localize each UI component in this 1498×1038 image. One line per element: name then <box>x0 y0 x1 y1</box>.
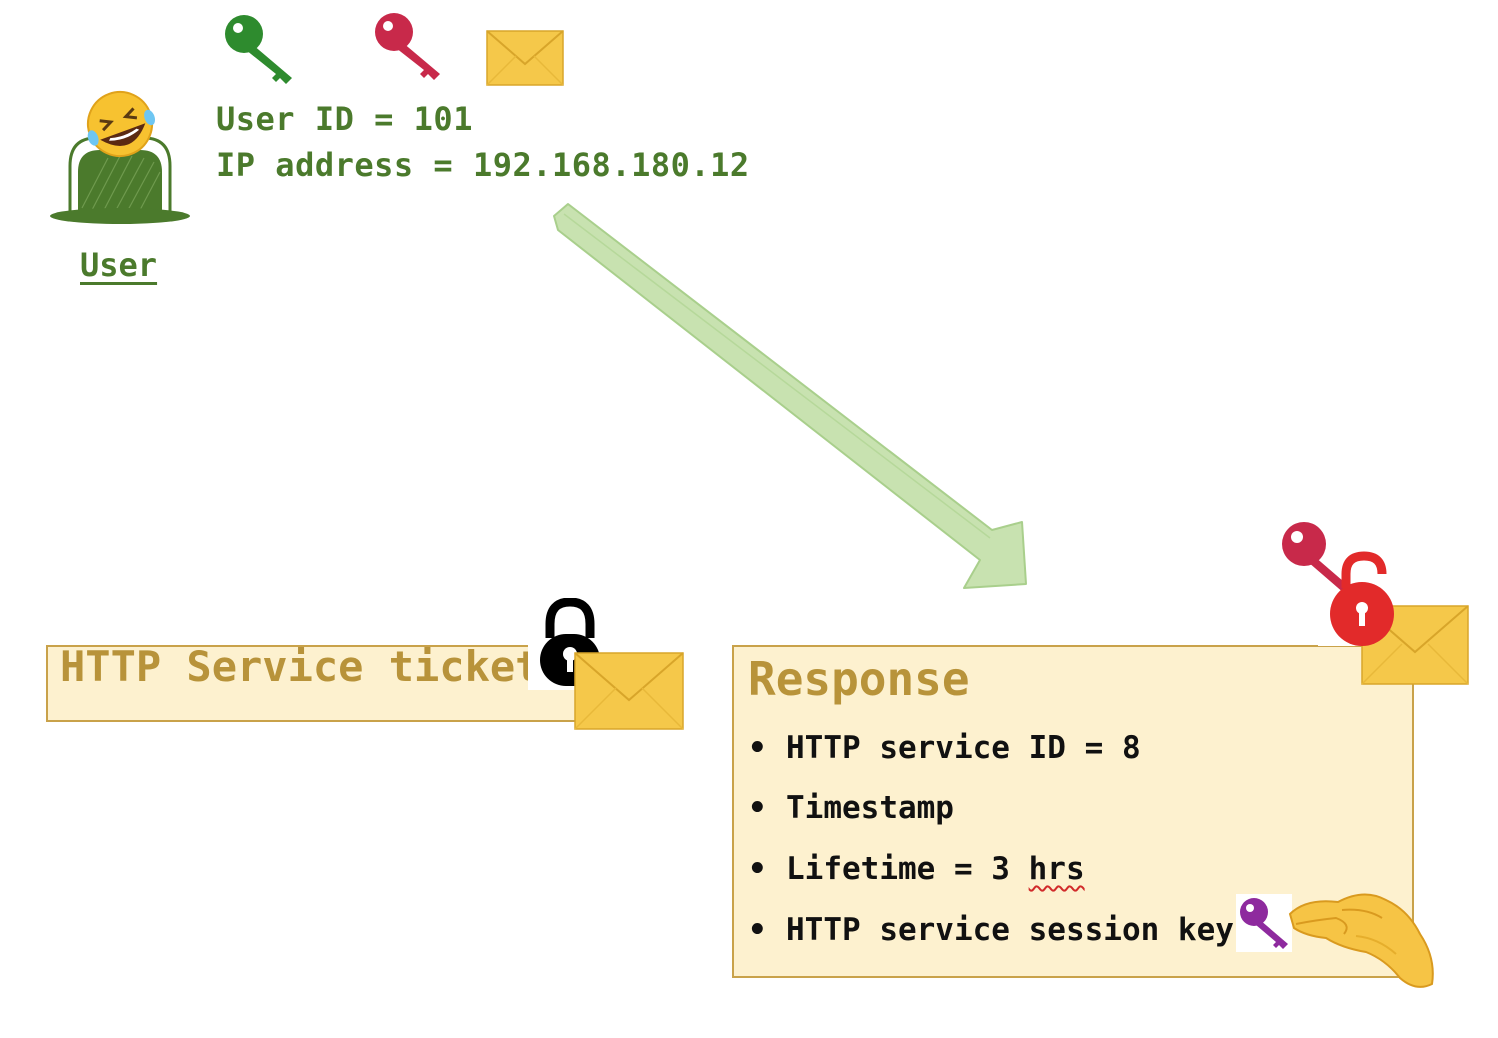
pinching-hand-icon <box>1288 893 1434 988</box>
response-item-text: Timestamp <box>786 790 954 826</box>
response-item-session-key: • HTTP service session key <box>748 912 1234 948</box>
flow-arrow <box>553 203 1027 589</box>
response-item-text: HTTP service ID = 8 <box>786 730 1141 766</box>
envelope-icon <box>486 30 564 86</box>
response-title: Response <box>748 652 970 706</box>
key-icon <box>1236 894 1292 952</box>
service-ticket-box <box>46 645 594 722</box>
response-item-text: Lifetime = 3 <box>786 851 1029 887</box>
response-item-timestamp: • Timestamp <box>748 790 954 826</box>
bullet: • <box>748 790 767 826</box>
user-avatar-icon <box>50 91 190 224</box>
user-label: User <box>80 246 158 284</box>
service-ticket-title: HTTP Service ticket <box>60 642 541 691</box>
user-id-text: User ID = 101 <box>216 100 473 138</box>
unlock-icon <box>1282 522 1394 646</box>
spellcheck-word: hrs <box>1028 851 1085 887</box>
ip-address-text: IP address = 192.168.180.12 <box>216 146 750 184</box>
envelope-icon <box>574 652 684 730</box>
bullet: • <box>748 912 767 948</box>
key-icon <box>375 13 440 80</box>
response-item-text: HTTP service session key <box>786 912 1234 948</box>
key-icon <box>225 15 292 84</box>
bullet: • <box>748 730 767 766</box>
response-item-service-id: • HTTP service ID = 8 <box>748 730 1141 766</box>
bullet: • <box>748 851 767 887</box>
response-item-lifetime: • Lifetime = 3 hrs <box>748 851 1085 887</box>
lock-icon <box>540 598 600 686</box>
